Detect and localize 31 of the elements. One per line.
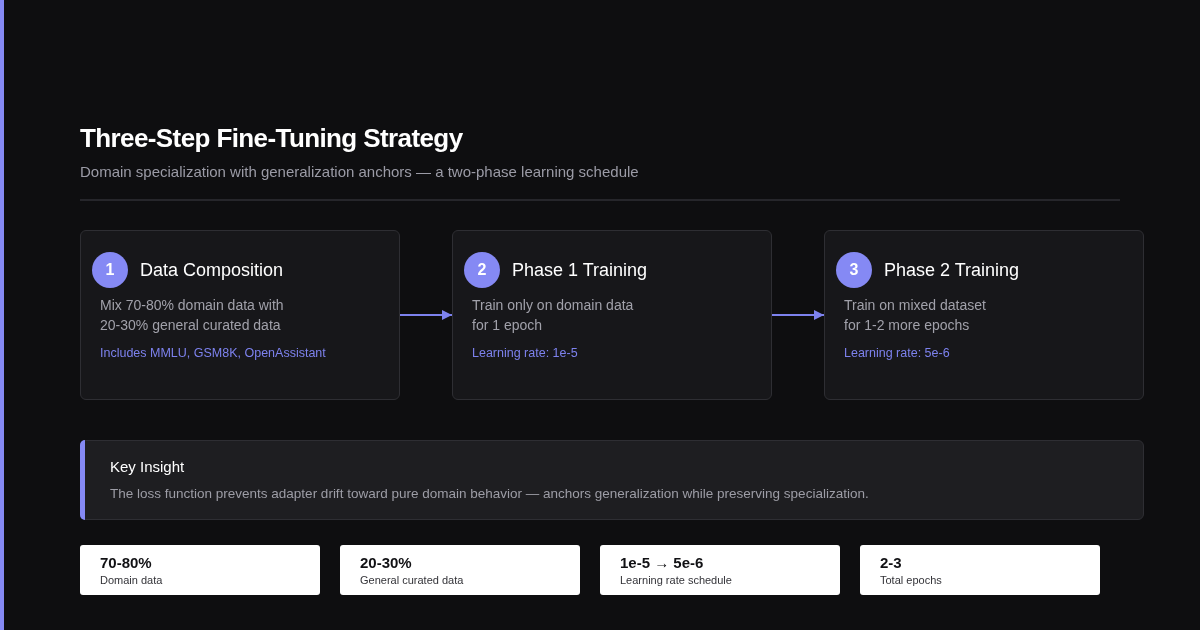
- step-description: Train only on domain data for 1 epoch: [472, 296, 635, 335]
- insight-text: The loss function prevents adapter drift toward pure domain behavior — anchors generalization while preserving specialization.: [110, 485, 869, 503]
- step-note: Learning rate: 5e-6: [844, 345, 950, 361]
- arrow: [399, 310, 453, 320]
- stat-value: 2-3: [880, 553, 902, 573]
- stat-label: General curated data: [360, 573, 464, 587]
- stat-card: [600, 545, 840, 595]
- stat-label: Learning rate schedule: [620, 573, 732, 587]
- insight-heading: Key Insight: [110, 457, 185, 477]
- stat-label: Domain data: [100, 573, 163, 587]
- step-note: Includes MMLU, GSM8K, OpenAssistant: [100, 345, 326, 361]
- stat-card: [860, 545, 1100, 595]
- step-title: Phase 1 Training: [512, 259, 648, 282]
- stat-card: [340, 545, 580, 595]
- stat-value: 1e-5 → 5e-6: [620, 553, 704, 573]
- insight-panel: [80, 440, 1144, 520]
- stat-card: [80, 545, 320, 595]
- step-title: Data Composition: [140, 259, 284, 282]
- page-subtitle: Domain specialization with generalization anchors — a two-phase learning schedule: [80, 162, 639, 182]
- step-title: Phase 2 Training: [884, 259, 1020, 282]
- stat-value: 70-80%: [100, 553, 152, 573]
- step-note: Learning rate: 1e-5: [472, 345, 578, 361]
- step-description: Train on mixed dataset for 1-2 more epochs: [844, 296, 987, 335]
- step-description: Mix 70-80% domain data with 20-30% general curated data: [100, 296, 285, 335]
- stat-label: Total epochs: [880, 573, 942, 587]
- arrow: [771, 310, 825, 320]
- step-card: [452, 230, 772, 400]
- step-card: [80, 230, 400, 400]
- stat-value: 20-30%: [360, 553, 412, 573]
- step-card: [824, 230, 1144, 400]
- page-title: Three-Step Fine-Tuning Strategy: [80, 122, 463, 155]
